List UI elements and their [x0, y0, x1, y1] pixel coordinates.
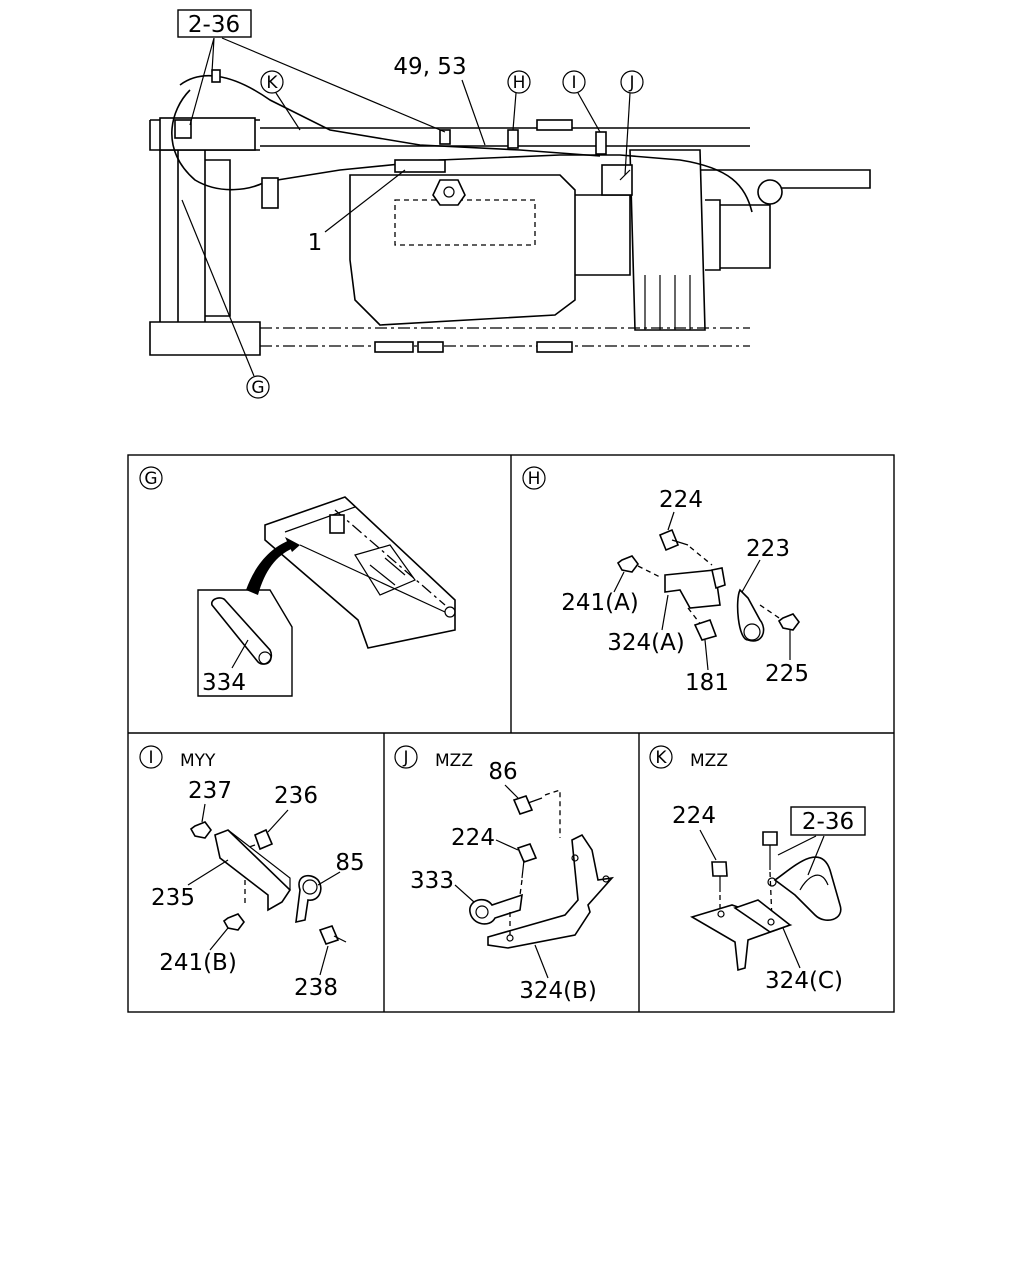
panel-k-callout-icon: [649, 745, 673, 769]
detail-panel-k: K MZZ 2-36 224 324(C): [649, 745, 866, 994]
panel-k-letter: K: [655, 748, 667, 768]
part-85-clamp: [295, 874, 322, 924]
callout-h-label: H: [513, 73, 526, 93]
label-86: 86: [488, 759, 517, 785]
detail-panel-g: G 334: [139, 466, 456, 697]
label-241b: 241(B): [159, 950, 237, 976]
panel-j-code: MZZ: [435, 751, 473, 771]
detail-panel-h: H 224 223 241(A) 324(A) 181 225: [522, 466, 809, 696]
label-223: 223: [746, 536, 790, 562]
panel-g-letter: G: [144, 469, 157, 489]
panel-k-ref-label: 2-36: [802, 809, 854, 835]
label-j-224: 224: [451, 825, 495, 851]
part-223-clamp: [736, 588, 765, 642]
rear-fitting: [757, 179, 783, 205]
part-334-grommet: [211, 597, 273, 665]
panel-h-letter: H: [528, 469, 541, 489]
label-333: 333: [410, 868, 454, 894]
callout-g-icon: [246, 375, 270, 399]
callout-k-icon: [260, 70, 284, 94]
callout-j-icon: [620, 70, 644, 94]
label-238: 238: [294, 975, 338, 1001]
detail-panel-j: J MZZ 86 224 333 324(B): [394, 745, 615, 1004]
shift-cable: [171, 89, 753, 213]
panel-j-letter: J: [402, 748, 408, 768]
panel-k-ref-box: [790, 806, 866, 836]
label-part-1: 1: [308, 230, 323, 256]
callout-k-label: K: [266, 73, 278, 93]
label-324b: 324(B): [519, 978, 597, 1004]
panel-i-letter: I: [148, 748, 153, 768]
label-324a: 324(A): [607, 630, 685, 656]
label-k-224: 224: [672, 803, 716, 829]
panel-k-code: MZZ: [690, 751, 728, 771]
panel-g-callout-icon: [139, 466, 163, 490]
panel-h-callout-icon: [522, 466, 546, 490]
ref-box-2-36: [177, 9, 252, 38]
label-49-53: 49, 53: [393, 54, 466, 80]
panel-i-code: MYY: [180, 751, 216, 771]
transmission-case: [349, 174, 576, 326]
label-334: 334: [202, 670, 246, 696]
label-h-224: 224: [659, 487, 703, 513]
callout-j-label: J: [628, 73, 634, 93]
panel-i-callout-icon: [139, 745, 163, 769]
part-333-clamp: [469, 893, 523, 925]
ref-box-2-36-label: 2-36: [188, 12, 240, 38]
part-235-bracket: [214, 829, 292, 912]
callout-i-icon: [562, 70, 586, 94]
label-85: 85: [335, 850, 364, 876]
label-235: 235: [151, 885, 195, 911]
part-324a-bracket: [664, 569, 721, 609]
part-324b-bracket: [487, 833, 615, 949]
detail-panel-i: I MYY 237 236 85 235 241(B) 238: [139, 745, 365, 1001]
label-241a: 241(A): [561, 590, 639, 616]
main-assembly-view: 2-36 49, 53 1 K H I J G: [149, 9, 871, 399]
callout-g-label: G: [251, 378, 264, 398]
detail-grid: [127, 454, 895, 1013]
callout-h-icon: [507, 70, 531, 94]
label-181: 181: [685, 670, 729, 696]
label-324c: 324(C): [765, 968, 843, 994]
panel-j-callout-icon: [394, 745, 418, 769]
callout-i-label: I: [571, 73, 576, 93]
part-2-36-clip: [773, 856, 842, 921]
label-225: 225: [765, 661, 809, 687]
label-236: 236: [274, 783, 318, 809]
label-237: 237: [188, 778, 232, 804]
